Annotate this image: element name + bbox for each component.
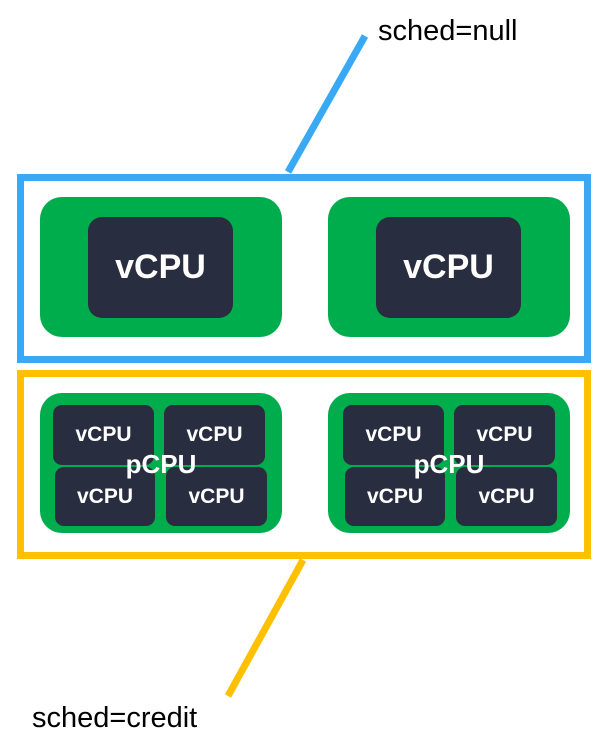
credit-connector <box>224 558 307 698</box>
pcpu: vCPU <box>40 197 282 337</box>
sched-null-label: sched=null <box>378 15 518 47</box>
vcpu: vCPU <box>166 467 267 526</box>
vcpu: vCPU <box>454 405 555 465</box>
vcpu: vCPU <box>55 467 155 526</box>
vcpu: vCPU <box>164 405 265 465</box>
vcpu: vCPU <box>343 405 444 465</box>
pcpu: vCPU vCPU vCPU vCPU pCPU <box>40 393 282 533</box>
vcpu: vCPU <box>88 217 233 318</box>
pcpu: vCPU vCPU vCPU vCPU pCPU <box>328 393 570 533</box>
pcpu-label: pCPU <box>125 449 197 479</box>
sched-null-group <box>17 174 591 363</box>
sched-credit-group <box>17 370 591 559</box>
null-connector <box>284 34 369 174</box>
pcpu-label: pCPU <box>413 449 485 479</box>
vcpu: vCPU <box>345 467 445 526</box>
pcpu: vCPU <box>328 197 570 337</box>
vcpu: vCPU <box>376 217 521 318</box>
vcpu: vCPU <box>456 467 557 526</box>
vcpu: vCPU <box>53 405 154 465</box>
sched-credit-label: sched=credit <box>32 702 198 734</box>
